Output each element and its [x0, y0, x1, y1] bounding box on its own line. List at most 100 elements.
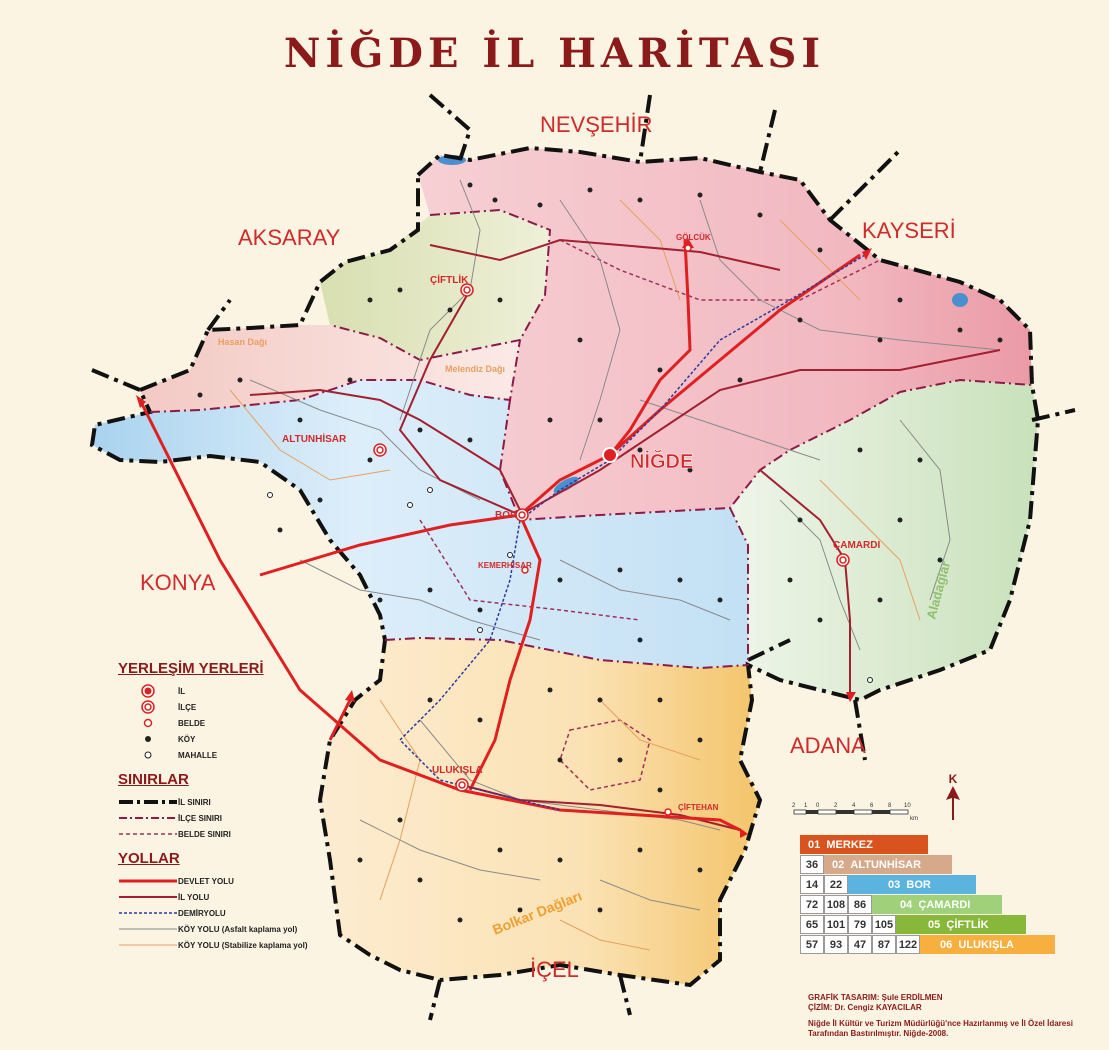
province-border	[89, 145, 1041, 988]
scale-bar: 2 1 0 2 4 6 8 10 km	[790, 800, 920, 827]
road-arrows	[136, 238, 872, 838]
legend-label: KÖY YOLU (Stabilize kaplama yol)	[178, 940, 308, 950]
north-arrow-icon	[946, 786, 960, 820]
label-mountain: Melendiz Dağı	[445, 364, 505, 374]
label-district: ALTUNHİSAR	[282, 432, 347, 445]
legend-row: BELDE SINIRI	[118, 826, 368, 842]
asphalt-road-icon	[118, 926, 178, 932]
legend-row: KÖY YOLU (Asfalt kaplama yol)	[118, 921, 368, 937]
district-camardi	[730, 380, 1038, 700]
ilce-markers	[373, 283, 850, 792]
distance-row: 65 101 79 105 05 ÇİFTLİK	[800, 915, 1055, 934]
district-name-cell: 06 ULUKIŞLA	[920, 935, 1055, 954]
distance-cell: 47	[848, 935, 872, 954]
ilce-icon	[118, 700, 178, 714]
legend-label: DEVLET YOLU	[178, 876, 234, 886]
il-marker	[602, 447, 618, 463]
legend-label: BELDE	[178, 718, 206, 728]
credit-drawing: ÇİZİM: Dr. Cengiz KAYACILAR	[808, 1003, 922, 1012]
scale-tick: 0	[816, 803, 820, 809]
legend-row: BELDE	[118, 715, 368, 731]
villages	[197, 182, 1003, 923]
distance-cell: 93	[824, 935, 848, 954]
distance-cell: 86	[848, 895, 872, 914]
distance-cell: 22	[824, 875, 848, 894]
legend-borders-title: SINIRLAR	[118, 771, 189, 788]
map-legend: YERLEŞİM YERLERİ İL İLÇE BELDE KÖY MAHAL…	[118, 660, 368, 953]
legend-row: İLÇE	[118, 699, 368, 715]
legend-row: KÖY	[118, 731, 368, 747]
district-name-cell: 02 ALTUNHİSAR	[824, 855, 952, 874]
distance-table: 01 MERKEZ 36 02 ALTUNHİSAR 14 22 03 BOR …	[800, 835, 1055, 955]
legend-row: DEVLET YOLU	[118, 873, 368, 889]
neighbor-label: KAYSERİ	[862, 218, 956, 243]
distance-cell: 14	[800, 875, 824, 894]
scale-tick: 2	[834, 803, 838, 809]
legend-row: DEMİRYOLU	[118, 905, 368, 921]
distance-row: 72 108 86 04 ÇAMARDI	[800, 895, 1055, 914]
legend-label: MAHALLE	[178, 750, 218, 760]
legend-row: İL SINIRI	[118, 794, 368, 810]
district-name-cell: 05 ÇİFTLİK	[896, 915, 1026, 934]
credit-publisher: Niğde İl Kültür ve Turizm Müdürlüğü'nce …	[808, 1019, 1073, 1038]
credits: GRAFİK TASARIM: Şule ERDİLMEN ÇİZİM: Dr.…	[808, 993, 1098, 1039]
distance-row: 36 02 ALTUNHİSAR	[800, 855, 1055, 874]
distance-row: 01 MERKEZ	[800, 835, 1055, 854]
label-town: ÇİFTEHAN	[678, 803, 719, 812]
legend-row: MAHALLE	[118, 747, 368, 763]
il-icon	[118, 684, 178, 698]
distance-row: 57 93 47 87 122 06 ULUKIŞLA	[800, 935, 1055, 954]
distance-cell: 122	[896, 935, 920, 954]
distance-cell: 87	[872, 935, 896, 954]
legend-label: İLÇE SINIRI	[178, 813, 223, 823]
label-district: BOR	[495, 510, 518, 521]
legend-row: İL	[118, 683, 368, 699]
label-district: ÇİFTLİK	[430, 273, 469, 286]
distance-cell: 36	[800, 855, 824, 874]
distance-cell: 65	[800, 915, 824, 934]
label-district: ULUKIŞLA	[432, 765, 483, 776]
label-province-center: NİĞDE	[630, 449, 693, 473]
label-town: GÖLCÜK	[676, 233, 711, 242]
provincial-road-icon	[118, 894, 178, 900]
district-bor	[92, 380, 748, 668]
legend-label: İL SINIRI	[178, 797, 211, 807]
scale-tick: 10	[904, 803, 911, 809]
village-roads-gravel	[229, 199, 921, 951]
railway-icon	[118, 910, 178, 916]
legend-label: İLÇE	[178, 702, 197, 712]
legend-row: İL YOLU	[118, 889, 368, 905]
label-town: KEMERHİSAR	[478, 561, 532, 570]
credit-design: GRAFİK TASARIM: Şule ERDİLMEN	[808, 993, 943, 1002]
scale-tick: 4	[852, 803, 856, 809]
label-mountain: Hasan Dağı	[218, 337, 267, 347]
north-label: K	[948, 772, 958, 786]
gravel-road-icon	[118, 942, 178, 948]
legend-roads-title: YOLLAR	[118, 850, 180, 867]
belde-icon	[118, 718, 178, 728]
neighbor-label: İÇEL	[530, 957, 579, 982]
neighbor-label: KONYA	[140, 570, 216, 595]
legend-row: İLÇE SINIRI	[118, 810, 368, 826]
neighbor-label: ADANA	[790, 733, 866, 758]
scale-tick: 1	[804, 803, 808, 809]
distance-cell: 57	[800, 935, 824, 954]
legend-settlements-title: YERLEŞİM YERLERİ	[118, 660, 264, 677]
district-name-cell: 04 ÇAMARDI	[872, 895, 1002, 914]
label-district: ÇAMARDI	[833, 540, 880, 551]
koy-icon	[118, 735, 178, 743]
state-roads	[138, 239, 861, 832]
district-ulukisla	[320, 638, 760, 985]
legend-label: KÖY	[178, 734, 196, 744]
district-altunhisar	[140, 325, 520, 412]
lake-bor	[553, 476, 579, 494]
mahalles	[267, 487, 873, 683]
il-border-icon	[118, 799, 178, 805]
district-ciftlik	[320, 210, 550, 360]
legend-label: KÖY YOLU (Asfalt kaplama yol)	[178, 924, 298, 934]
district-name-cell: 03 BOR	[848, 875, 976, 894]
state-road-icon	[118, 878, 178, 884]
legend-label: İL YOLU	[178, 892, 210, 902]
distance-cell: 72	[800, 895, 824, 914]
